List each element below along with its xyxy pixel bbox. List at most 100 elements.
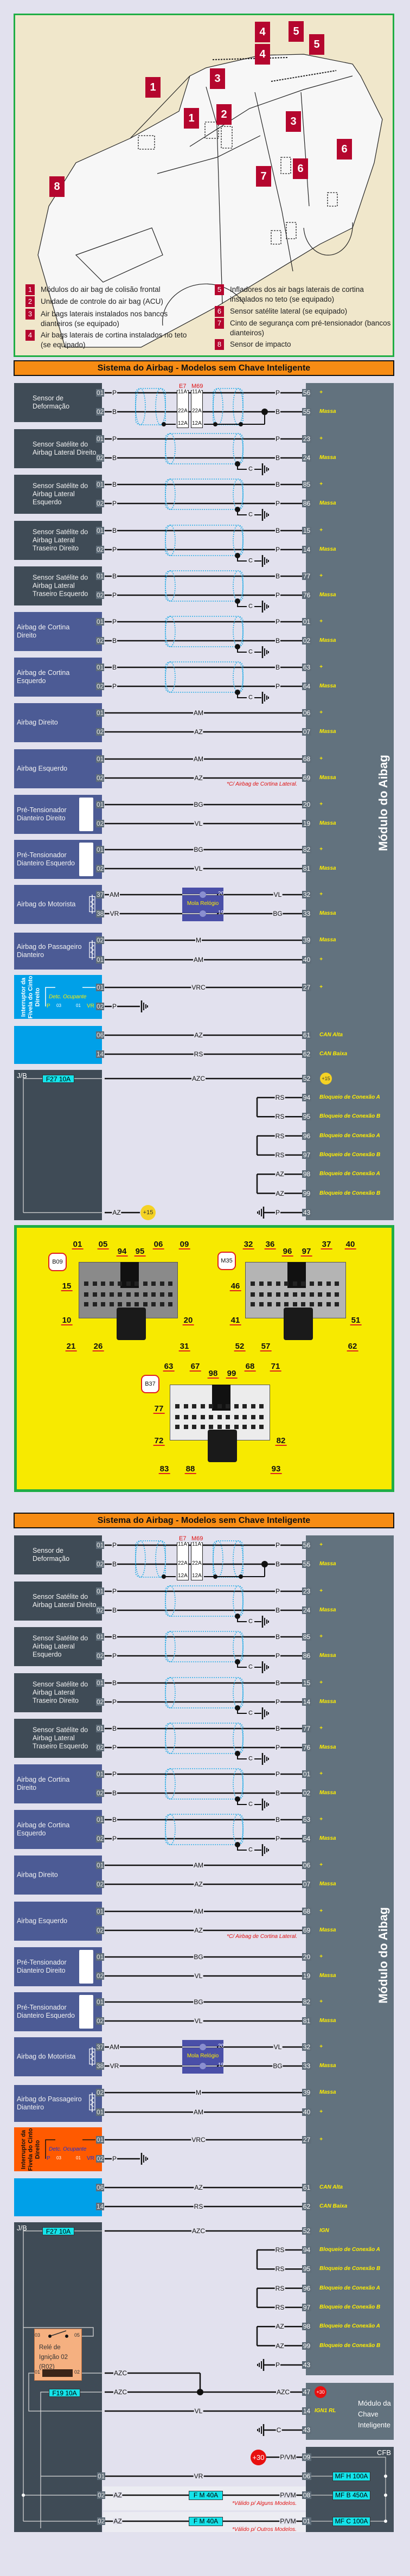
wire-color-label: RS <box>274 2265 285 2273</box>
smart-key-module-label: Módulo da Chave Inteligente <box>358 2399 391 2429</box>
connector-cavity <box>183 1404 188 1408</box>
wire-color-label: P <box>274 1744 281 1751</box>
module-pin-number: 97 <box>302 2303 311 2311</box>
connector-pin-number: 57 <box>260 1342 272 1351</box>
wire-color-label: P <box>111 591 118 599</box>
cable-shield <box>165 525 244 556</box>
component-label: Sensor Satélite do Airbag Lateral Esquer… <box>33 1634 88 1659</box>
wire-color-label: P <box>111 435 118 443</box>
module-pin-number: 55 <box>302 1560 311 1568</box>
wire-color-label: RS <box>274 1132 285 1140</box>
wire-color-label: B <box>274 1560 281 1568</box>
wire-color-label: B <box>111 1816 118 1823</box>
shield-drain-junction <box>235 461 240 467</box>
wire-color-label: B <box>274 1789 281 1797</box>
cable-shield-end <box>233 1768 244 1800</box>
wire-color-label: AZ <box>275 2323 285 2331</box>
pin-function-label: + <box>319 1680 323 1686</box>
wire-color-label: BG <box>272 910 283 917</box>
connector-cavity <box>109 1302 114 1306</box>
fusible-link-label: MF B 450A <box>332 2491 370 2500</box>
component-label: Sensor Satélite do Airbag Lateral Trasei… <box>33 573 88 598</box>
module-pin-number: 14 <box>302 1698 311 1706</box>
wire-color-label: B <box>274 1816 281 1823</box>
connector-cavity <box>251 1415 255 1419</box>
shield-drain-junction <box>235 1705 240 1711</box>
ground-wire-label: C <box>248 511 253 518</box>
pin-function-label: + <box>319 573 323 579</box>
legend-text: Infladores dos air bags laterais de cort… <box>230 285 364 303</box>
wire-color-label: P <box>274 1587 281 1595</box>
connector-pin: 12A <box>178 420 188 426</box>
module-pin-number: 56 <box>302 389 311 397</box>
module-pin-number: 08 <box>302 2491 311 2499</box>
module-pin-number: 82 <box>302 1998 311 2006</box>
connector-pin-number: 21 <box>65 1342 77 1351</box>
wire-color-label: P <box>274 683 281 690</box>
pin-function-label: Massa <box>319 865 336 871</box>
connector-pin-number: 15 <box>61 1281 73 1291</box>
module-pin-number: 98 <box>302 2323 311 2331</box>
wire-color-label: B <box>274 527 281 534</box>
pin-function-label: Massa <box>319 1881 336 1887</box>
module-pin-number: 52 <box>302 1075 311 1082</box>
connector-cavity <box>84 1292 88 1297</box>
connector-pin-label: 02 <box>96 1972 105 1980</box>
drain-wire <box>237 1845 247 1851</box>
wire-color-label: VL <box>194 2407 203 2415</box>
pin-function-label: CAN Alta <box>319 2184 343 2190</box>
module-pin-number: 99 <box>302 1189 311 1197</box>
connector-pin-number: 97 <box>300 1247 312 1257</box>
connector-pin-label: 01 <box>96 1770 105 1778</box>
wire-color-label: C <box>276 2426 282 2434</box>
module-pin-number: 63 <box>302 1816 311 1823</box>
wire-color-label: P <box>274 500 281 507</box>
wire-color-label: B <box>111 408 118 416</box>
component-block <box>14 1764 102 1803</box>
cable-shield-end <box>233 433 244 464</box>
pin-function-label: Bloqueio de Conexão A <box>319 2285 380 2291</box>
connector-pin-label: 01 <box>96 618 105 626</box>
connector-pin: 22A <box>178 1560 188 1566</box>
module-pin-number: 61 <box>302 2184 311 2191</box>
wire-color-label: P <box>111 1652 118 1660</box>
connector-cavity <box>151 1292 156 1297</box>
footnote: *C/ Airbag de Cortina Lateral. <box>227 781 298 787</box>
module-pin-number: 20 <box>302 1953 311 1961</box>
module-pin-number: 95 <box>302 2265 311 2273</box>
wire-color-label: AZC <box>276 2388 290 2396</box>
shield-junction <box>162 422 166 426</box>
module-pin-number: 07 <box>302 1880 311 1888</box>
cable-shield <box>165 1585 244 1617</box>
pin-function-label: Bloqueio de Conexão B <box>319 2304 381 2310</box>
connector-cavity <box>326 1292 331 1297</box>
pin-function-label: CAN Baixa <box>319 1051 348 1057</box>
pin-function-label: Massa <box>319 775 336 781</box>
module-pin-number: 81 <box>302 2017 311 2025</box>
connector-cavity <box>101 1292 105 1297</box>
connector-pin-number: 41 <box>229 1316 241 1325</box>
module-pin-number: 99 <box>302 2342 311 2350</box>
connector-cavity <box>200 1404 205 1408</box>
wire-color-label: B <box>111 1560 118 1568</box>
cable-shield-end <box>165 479 176 510</box>
module-pin-number: 76 <box>302 1744 311 1751</box>
connector-cavity <box>168 1292 172 1297</box>
module-pin-number: 39 <box>302 936 311 944</box>
wire-color-label: B <box>111 454 118 462</box>
car-marker-badge: 6 <box>293 158 308 179</box>
pin-function-label: + <box>319 710 323 716</box>
pin-function-label: Bloqueio de Conexão A <box>319 2323 380 2330</box>
drain-wire <box>237 509 247 515</box>
connector-pin-label: 37 <box>96 891 105 898</box>
shield-drain-junction <box>235 1659 240 1665</box>
wire-color-label: AZ <box>112 1209 121 1216</box>
wire-color-label: VL <box>273 2043 283 2051</box>
wire-color-label: VR <box>109 2062 120 2070</box>
connector-cavity <box>126 1281 131 1286</box>
pin-function-label: + <box>319 1999 323 2005</box>
pin-function-label: + <box>319 1908 323 1914</box>
pin-function-label: Massa <box>319 937 336 943</box>
wire-color-label: P <box>274 2361 281 2369</box>
wire-junction <box>197 2389 203 2395</box>
